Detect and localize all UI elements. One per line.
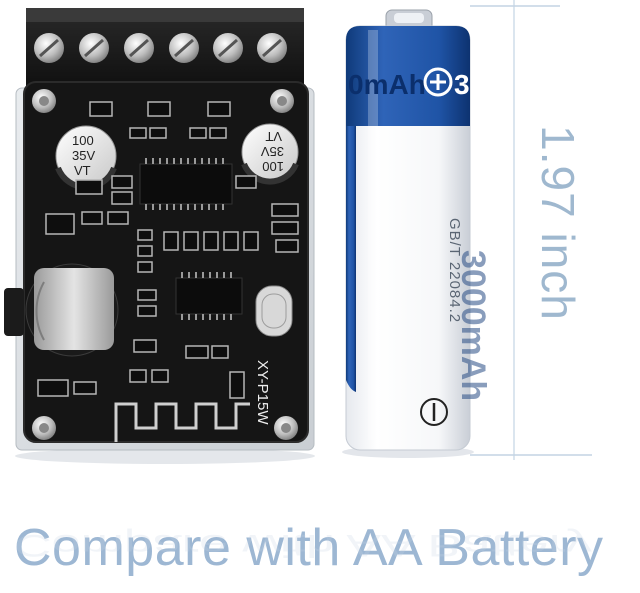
bluetooth-chip [175,272,243,320]
crystal-oscillator [255,285,293,337]
svg-text:100: 100 [72,133,94,148]
svg-text:35V: 35V [261,144,284,159]
board-shadow [15,448,315,464]
svg-text:VT: VT [74,163,91,178]
battery-side-capacity: 3000mAh [454,250,492,401]
battery-capacity-label: 0mAh [348,69,426,100]
svg-text:100: 100 [262,159,284,174]
svg-text:VT: VT [265,129,282,144]
minus-symbol [420,398,448,426]
battery-standard-label: GB/T 22084.2 [446,218,463,323]
svg-text:35V: 35V [72,148,95,163]
dimension-lines [470,0,592,460]
dimension-label-box: 1.97 inch [498,95,618,350]
volume-knob [4,263,119,357]
capacitor-right: 100 35V VT [241,123,299,185]
terminal-block [26,8,304,92]
plus-symbol [423,67,453,97]
battery-plus-text: 30 [454,69,485,100]
amplifier-chip [139,158,233,210]
dimension-label: 1.97 inch [532,124,585,321]
board-model-label: XY-P15W [254,360,271,425]
caption: Compare with AA Battery [14,519,604,577]
smd-components [37,101,299,399]
antenna-trace [114,402,250,442]
amplifier-board: 100 35V VT 100 35V VT [4,8,315,451]
terminal-screws [34,33,287,63]
mounting-screws [32,89,298,440]
caption-reflection: Compare with AA Battery [14,527,593,563]
capacitor-left: 100 35V VT [55,125,117,191]
aa-battery: 0mAh 30 3000mAh GB/T 22084.2 [342,9,492,458]
terminal-top-strip [26,8,304,22]
